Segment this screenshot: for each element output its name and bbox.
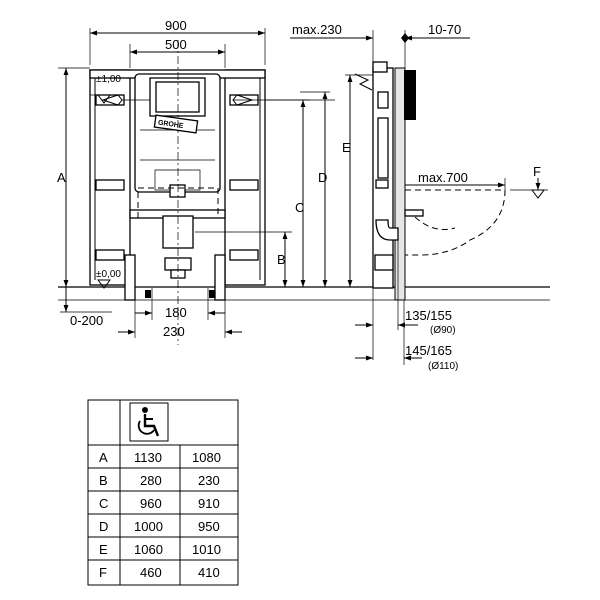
level-marker-zero: ±0,00	[96, 269, 121, 289]
cell-standard: 960	[140, 496, 162, 511]
dim-max700: max.700	[405, 170, 506, 195]
row-label: A	[99, 450, 108, 465]
bowl-outline-side	[405, 189, 506, 256]
cell-accessible: 230	[198, 473, 220, 488]
dim-180: 180	[135, 288, 225, 320]
front-view: GROHE ±1,00 ±0,00	[57, 18, 550, 345]
row-label: C	[99, 496, 108, 511]
cell-standard: 1000	[134, 519, 163, 534]
dim-b-letter: B	[277, 252, 286, 267]
table-row: E 1060 1010	[99, 542, 221, 557]
dim-a-letter: A	[57, 170, 66, 185]
dim-c: C	[265, 99, 310, 287]
cistern	[134, 73, 221, 198]
level-marker-top: ±1,00	[90, 74, 121, 104]
dim-e-letter: E	[342, 140, 351, 155]
dim-d-letter: D	[318, 170, 327, 185]
dim-180-label: 180	[165, 305, 187, 320]
dim-max230: max.230	[290, 22, 374, 62]
dim-230-label: 230	[163, 324, 185, 339]
dim-f: F	[510, 164, 548, 199]
wheelchair-cell	[129, 402, 169, 442]
floor-range-label: 0-200	[70, 313, 103, 328]
dim-230: 230	[118, 300, 242, 339]
brand-plate: GROHE	[153, 114, 199, 134]
dim-135-155-label: 135/155	[405, 308, 452, 323]
bowl-bracket	[404, 209, 424, 217]
cell-standard: 460	[140, 565, 162, 580]
dim-floor-range: 0-200	[60, 287, 112, 328]
dim-500: 500	[129, 37, 226, 68]
side-view: max.230 10-70 max.700 F 135/	[290, 22, 548, 372]
cell-standard: 1130	[134, 450, 162, 465]
cell-standard: 1060	[134, 542, 163, 557]
table-row: D 1000 950	[99, 519, 220, 534]
cell-accessible: 410	[198, 565, 220, 580]
dim-900: 900	[89, 18, 266, 65]
row-label: E	[99, 542, 108, 557]
row-label: B	[99, 473, 108, 488]
dim-b: B	[195, 231, 292, 287]
dim-10-70-label: 10-70	[428, 22, 461, 37]
dim-diam-110-label: (Ø110)	[428, 361, 458, 372]
brand-text: GROHE	[157, 120, 184, 131]
dim-c-letter: C	[295, 200, 304, 215]
wall	[394, 67, 406, 301]
table-row: C 960 910	[99, 496, 220, 511]
cell-accessible: 950	[198, 519, 220, 534]
dim-10-70: 10-70	[401, 22, 470, 68]
table-row: B 280 230	[99, 473, 220, 488]
table-row: A 1130 1080	[99, 450, 221, 465]
water-symbol	[354, 73, 373, 91]
dim-f-letter: F	[533, 164, 541, 179]
dim-135-155: 135/155 (Ø90)	[355, 240, 456, 360]
flush-plate	[404, 70, 416, 120]
level-zero-label: ±0,00	[96, 269, 121, 280]
dim-d: D	[300, 91, 330, 287]
dim-500-label: 500	[165, 37, 187, 52]
cell-accessible: 1010	[192, 542, 221, 557]
dim-max230-label: max.230	[292, 22, 342, 37]
dimension-table: A 1130 1080 B 280 230 C 960 910 D 1000 9…	[87, 399, 239, 586]
dim-900-label: 900	[165, 18, 187, 33]
cell-accessible: 1080	[192, 450, 221, 465]
cell-accessible: 910	[198, 496, 220, 511]
row-label: F	[99, 565, 107, 580]
dim-max700-label: max.700	[418, 170, 468, 185]
drain-bend	[375, 219, 399, 241]
wheelchair-icon	[137, 407, 160, 437]
cell-standard: 280	[140, 473, 162, 488]
level-top-label: ±1,00	[96, 74, 121, 85]
dim-145-165-label: 145/165	[405, 343, 452, 358]
dim-diam-90-label: (Ø90)	[430, 325, 456, 336]
dim-e: E	[342, 74, 375, 287]
row-label: D	[99, 519, 108, 534]
dim-a: A	[57, 67, 90, 287]
dim-145-165: 145/165 (Ø110)	[355, 300, 458, 372]
table-row: F 460 410	[99, 565, 220, 580]
water-inlet-left	[101, 94, 150, 106]
